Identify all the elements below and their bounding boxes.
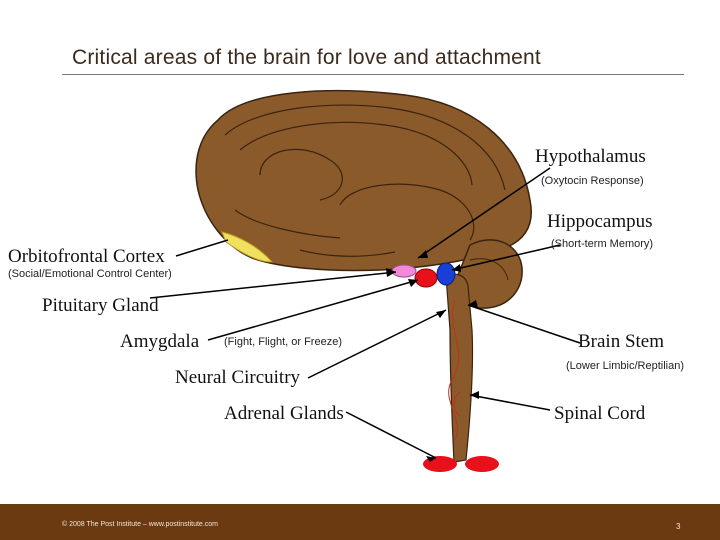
cortex-fold xyxy=(239,121,473,186)
label-neural-circuitry: Neural Circuitry xyxy=(175,367,301,388)
sub-hippocampus: (Short-term Memory) xyxy=(551,238,654,250)
cerebellum-fold xyxy=(469,258,509,281)
sub-brain-stem: (Lower Limbic/Reptilian) xyxy=(566,360,684,372)
arrowhead xyxy=(408,279,418,287)
label-hypothalamus: Hypothalamus xyxy=(535,146,646,167)
label-amygdala: Amygdala xyxy=(120,331,200,352)
label-adrenal: Adrenal Glands xyxy=(224,403,344,424)
sub-orbitofrontal: (Social/Emotional Control Center) xyxy=(8,268,172,280)
title-divider xyxy=(62,74,684,75)
slide-title: Critical areas of the brain for love and… xyxy=(72,46,541,69)
label-orbitofrontal: Orbitofrontal Cortex xyxy=(8,246,165,267)
pointer-hippocampus xyxy=(451,244,561,271)
sub-amygdala: (Fight, Flight, or Freeze) xyxy=(224,336,342,348)
pointer-adrenal xyxy=(345,411,437,459)
page-number: 3 xyxy=(676,522,681,531)
label-pituitary: Pituitary Gland xyxy=(42,295,159,316)
footer-bar: © 2008 The Post Institute – www.postinst… xyxy=(0,504,720,540)
arrowhead xyxy=(386,268,396,277)
neural-path xyxy=(453,391,461,417)
amygdala-shape xyxy=(414,268,438,288)
pointer-brainstem xyxy=(467,304,581,344)
pointer-orbitofrontal xyxy=(175,239,229,257)
label-brain-stem: Brain Stem xyxy=(578,331,665,352)
pointer-hypothalamus xyxy=(417,167,551,259)
arrowhead xyxy=(426,456,436,462)
arrowhead xyxy=(418,250,428,258)
pointer-spinal xyxy=(469,394,551,411)
arrowhead xyxy=(470,391,479,399)
cortex-fold xyxy=(224,104,506,191)
pituitary-gland-shape xyxy=(391,264,417,278)
arrowhead xyxy=(468,300,478,308)
pointer-neural xyxy=(307,309,447,379)
pointer-pituitary xyxy=(149,271,397,299)
sub-hypothalamus: (Oxytocin Response) xyxy=(541,175,644,187)
arrowhead xyxy=(452,264,461,272)
cortex-fold xyxy=(259,148,343,201)
neural-path xyxy=(448,299,460,441)
orbitofrontal-region xyxy=(221,231,274,263)
cortex-fold xyxy=(234,209,341,239)
cortex-fold xyxy=(299,249,396,257)
hippocampus-shape xyxy=(436,262,456,286)
cortex-fold xyxy=(339,183,475,241)
adrenal-gland-right xyxy=(465,456,499,472)
brain-stem xyxy=(445,273,474,463)
label-hippocampus: Hippocampus xyxy=(547,211,653,232)
pointer-amygdala xyxy=(207,279,419,341)
label-spinal-cord: Spinal Cord xyxy=(554,403,646,424)
arrowhead xyxy=(436,310,446,318)
footer-copyright: © 2008 The Post Institute – www.postinst… xyxy=(62,521,218,528)
